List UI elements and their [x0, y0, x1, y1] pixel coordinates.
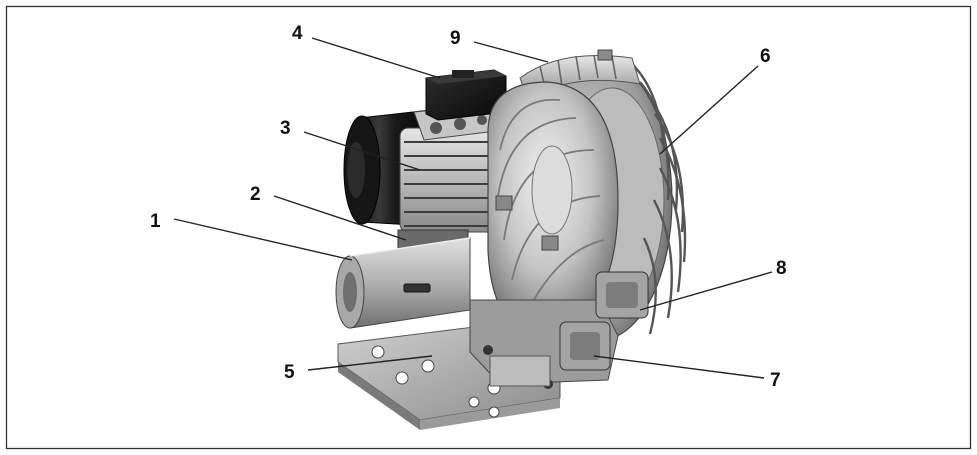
- front-housing: [487, 81, 619, 333]
- leader-line-8: [639, 271, 773, 311]
- leader-lines: [173, 37, 773, 379]
- callout-9: 9: [450, 28, 461, 49]
- leader-line-1: [173, 218, 353, 261]
- leader-line-9: [473, 41, 549, 63]
- callout-2: 2: [250, 184, 261, 205]
- callout-5: 5: [284, 362, 295, 383]
- lower-flanges: [469, 271, 649, 389]
- callout-8: 8: [776, 258, 787, 279]
- callout-labels: 1 2 3 4 5 6 7 8 9: [150, 23, 787, 391]
- inlet-flange: [559, 321, 611, 371]
- leader-line-4: [311, 37, 441, 79]
- leader-line-3: [303, 131, 421, 171]
- motor: [343, 103, 505, 251]
- callout-6: 6: [760, 46, 771, 67]
- callout-1: 1: [150, 211, 161, 232]
- leader-line-6: [659, 65, 759, 155]
- callout-3: 3: [280, 118, 291, 139]
- callout-7: 7: [770, 370, 781, 391]
- leader-line-7: [593, 355, 765, 379]
- silencer: [335, 237, 471, 329]
- leader-line-5: [307, 355, 433, 371]
- callout-4: 4: [292, 23, 303, 44]
- leader-line-2: [273, 195, 407, 241]
- blower-illustration: [335, 49, 687, 430]
- outlet-flange: [595, 271, 649, 319]
- terminal-box: [425, 69, 507, 121]
